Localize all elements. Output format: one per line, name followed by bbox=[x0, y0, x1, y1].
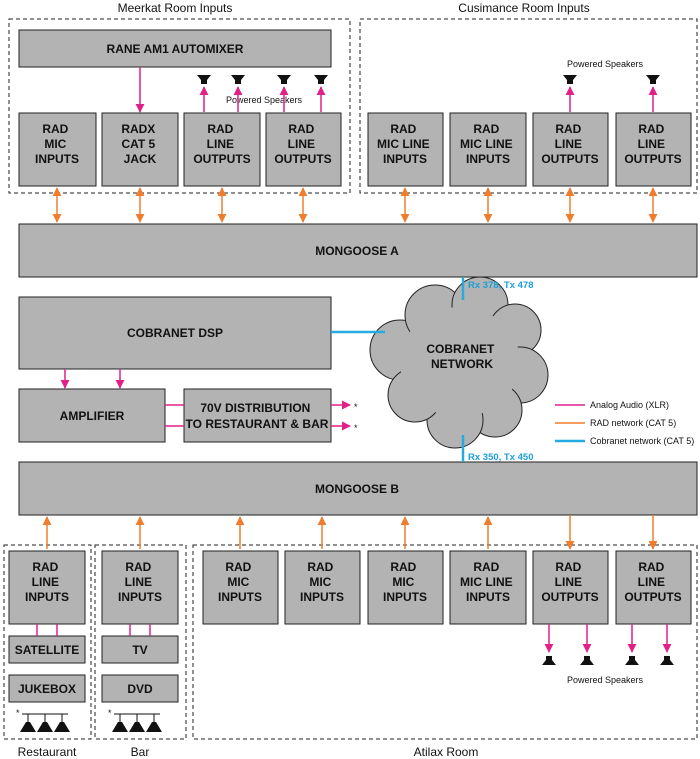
meerkat-room-title: Meerkat Room Inputs bbox=[118, 1, 233, 15]
meerkat-rad-line-outputs-1-label: RAD LINE OUTPUTS bbox=[193, 122, 250, 166]
atilax-room-region bbox=[192, 544, 698, 740]
rad-network-connections bbox=[42, 187, 658, 550]
cusimance-room-region bbox=[359, 18, 698, 194]
cusimance-rad-mic-line-inputs-2-label: RAD MIC LINE INPUTS bbox=[460, 122, 516, 166]
analog-audio-connections bbox=[36, 67, 672, 653]
restaurant-speakers-asterisk: * bbox=[16, 708, 20, 718]
mongoose-b-label: MONGOOSE B bbox=[315, 482, 399, 496]
cusimance-rad-mic-line-inputs-1-label: RAD MIC LINE INPUTS bbox=[377, 122, 433, 166]
bar-title: Bar bbox=[131, 745, 150, 759]
atilax-rad-mic-inputs-3-box bbox=[367, 550, 444, 625]
restaurant-rad-line-inputs-label: RAD LINE INPUTS bbox=[25, 560, 69, 604]
atilax-rad-line-outputs-1-box bbox=[532, 550, 609, 625]
meerkat-room-region bbox=[8, 18, 351, 194]
cusimance-rad-mic-line-inputs-1-box bbox=[367, 112, 444, 187]
bar-rad-line-inputs-box bbox=[101, 550, 179, 625]
mongoose-b-box bbox=[18, 461, 698, 516]
atilax-room-title: Atilax Room bbox=[414, 745, 479, 759]
radx-cat5-jack-label: RADX CAT 5 JACK bbox=[121, 122, 158, 166]
atilax-rad-mic-inputs-2-label: RAD MIC INPUTS bbox=[300, 560, 344, 604]
cusimance-rad-line-outputs-2-label: RAD LINE OUTPUTS bbox=[624, 122, 681, 166]
satellite-box bbox=[8, 635, 86, 664]
cusimance-rad-line-outputs-1-label: RAD LINE OUTPUTS bbox=[541, 122, 598, 166]
atilax-rad-line-outputs-2-box bbox=[615, 550, 692, 625]
dvd-label: DVD bbox=[127, 682, 153, 696]
tv-label: TV bbox=[132, 643, 147, 657]
meerkat-rad-line-outputs-2-label: RAD LINE OUTPUTS bbox=[274, 122, 331, 166]
dvd-box bbox=[101, 674, 179, 703]
amplifier-box bbox=[18, 388, 166, 443]
atilax-rad-mic-inputs-1-box bbox=[202, 550, 279, 625]
jukebox-label: JUKEBOX bbox=[18, 682, 76, 696]
atilax-rad-mic-line-inputs-label: RAD MIC LINE INPUTS bbox=[460, 560, 516, 604]
meerkat-rad-mic-inputs-box bbox=[18, 112, 97, 187]
atilax-rad-mic-inputs-1-label: RAD MIC INPUTS bbox=[218, 560, 262, 604]
meerkat-powered-speakers-label: Powered Speakers bbox=[226, 95, 303, 105]
jukebox-box bbox=[8, 674, 86, 703]
cusimance-rad-mic-line-inputs-2-box bbox=[449, 112, 527, 187]
atilax-rad-line-outputs-2-label: RAD LINE OUTPUTS bbox=[624, 560, 681, 604]
atilax-rad-line-outputs-1-label: RAD LINE OUTPUTS bbox=[541, 560, 598, 604]
cobranet-network-cloud bbox=[369, 276, 549, 449]
70v-distribution-label: 70V DISTRIBUTION TO RESTAURANT & BAR bbox=[186, 401, 329, 431]
atilax-powered-speakers-icon bbox=[542, 656, 674, 665]
legend: Analog Audio (XLR) RAD network (CAT 5) C… bbox=[555, 400, 694, 446]
cobranet-dsp-box bbox=[18, 296, 332, 370]
70v-distribution-box bbox=[183, 388, 332, 443]
meerkat-powered-speakers-icon bbox=[197, 75, 328, 84]
amplifier-label: AMPLIFIER bbox=[60, 409, 125, 423]
bar-speakers-asterisk: * bbox=[108, 708, 112, 718]
atilax-rad-mic-inputs-2-box bbox=[284, 550, 361, 625]
meerkat-rad-mic-inputs-label: RAD MIC INPUTS bbox=[35, 122, 79, 166]
legend-analog-audio: Analog Audio (XLR) bbox=[590, 400, 669, 410]
restaurant-70v-speakers-icon bbox=[20, 713, 70, 732]
cobranet-connections bbox=[331, 277, 465, 462]
restaurant-rad-line-inputs-box bbox=[8, 550, 86, 625]
cobranet-network-label: COBRANET NETWORK bbox=[426, 342, 497, 371]
cobranet-dsp-label: COBRANET DSP bbox=[127, 326, 223, 340]
rx-tx-a-label: Rx 378, Tx 478 bbox=[468, 280, 534, 291]
mongoose-a-label: MONGOOSE A bbox=[315, 244, 399, 258]
atilax-rad-mic-line-inputs-box bbox=[449, 550, 527, 625]
meerkat-rad-line-outputs-1-box bbox=[183, 112, 261, 187]
distribution-asterisk-1: * bbox=[354, 402, 358, 412]
mongoose-a-box bbox=[18, 223, 698, 278]
cusimance-rad-line-outputs-1-box bbox=[532, 112, 609, 187]
satellite-label: SATELLITE bbox=[15, 643, 79, 657]
restaurant-title: Restaurant bbox=[18, 745, 77, 759]
bar-rad-line-inputs-label: RAD LINE INPUTS bbox=[118, 560, 162, 604]
meerkat-rad-line-outputs-2-box bbox=[265, 112, 342, 187]
cusimance-rad-line-outputs-2-box bbox=[615, 112, 692, 187]
bar-70v-speakers-icon bbox=[112, 713, 162, 732]
rx-tx-b-label: Rx 350, Tx 450 bbox=[468, 452, 534, 463]
legend-cobranet-network: Cobranet network (CAT 5) bbox=[590, 436, 694, 446]
tv-box bbox=[101, 635, 179, 664]
cusimance-powered-speakers-icon bbox=[563, 75, 660, 84]
distribution-asterisk-2: * bbox=[354, 423, 358, 433]
atilax-powered-speakers-label: Powered Speakers bbox=[567, 675, 644, 685]
radx-cat5-jack-box bbox=[101, 112, 179, 187]
cusimance-room-title: Cusimance Room Inputs bbox=[458, 1, 589, 15]
rane-automixer-label: RANE AM1 AUTOMIXER bbox=[107, 42, 244, 56]
cusimance-powered-speakers-label: Powered Speakers bbox=[567, 59, 644, 69]
legend-rad-network: RAD network (CAT 5) bbox=[590, 418, 676, 428]
atilax-rad-mic-inputs-3-label: RAD MIC INPUTS bbox=[383, 560, 427, 604]
rane-automixer-box bbox=[18, 29, 332, 68]
